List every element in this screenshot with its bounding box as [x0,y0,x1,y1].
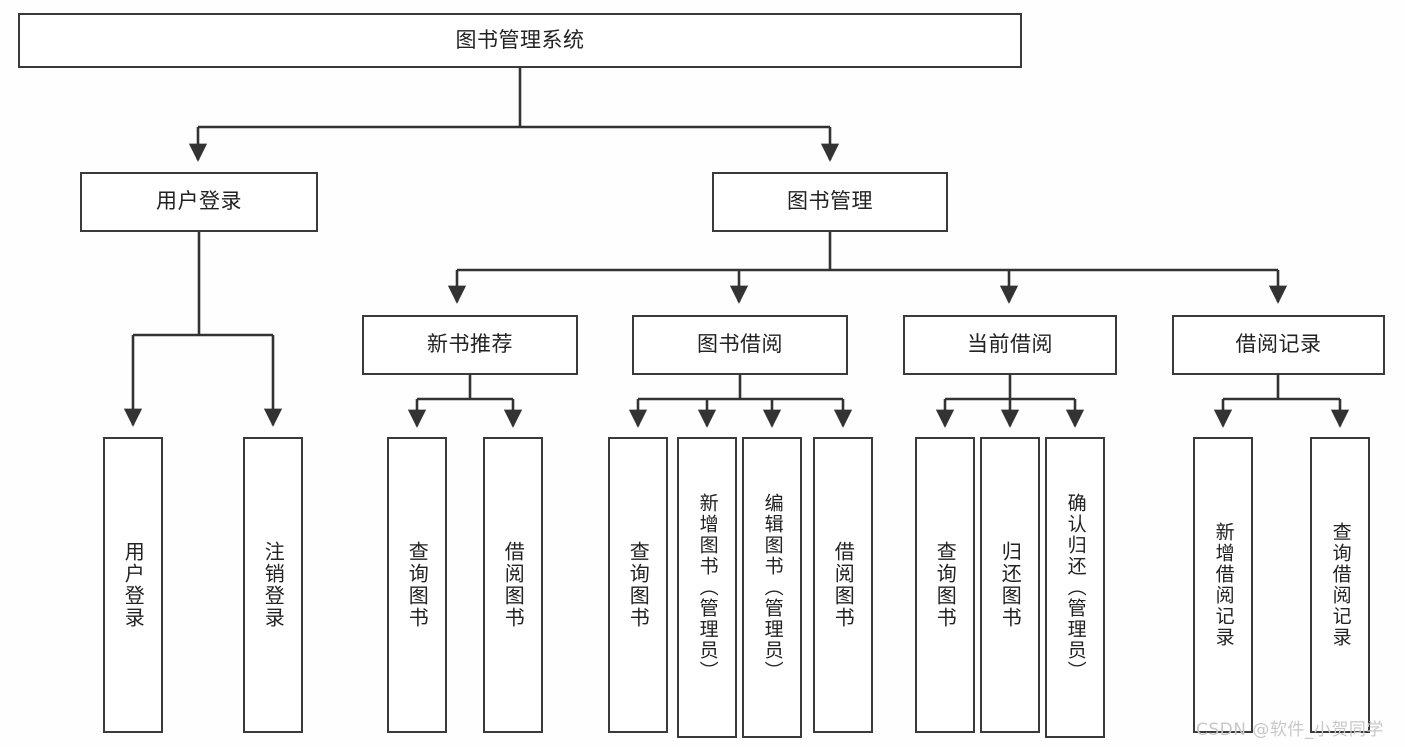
leaf-add-book-admin[interactable]: 新增图书（管理员） [677,437,737,738]
csdn-watermark: CSDN @软件_小贺同学 [1196,720,1384,740]
node-user-login[interactable]: 用户登录 [80,172,318,232]
leaf-add-borrow-record[interactable]: 新增借阅记录 [1193,437,1253,733]
leaf-confirm-return-admin[interactable]: 确认归还（管理员） [1045,437,1105,738]
node-new-book-recommendation[interactable]: 新书推荐 [362,315,578,375]
leaf-logout[interactable]: 注销登录 [243,437,303,733]
leaf-query-books-recommend[interactable]: 查询图书 [387,437,447,733]
leaf-return-books[interactable]: 归还图书 [980,437,1040,733]
node-book-management[interactable]: 图书管理 [712,172,948,232]
leaf-user-login[interactable]: 用户登录 [103,437,163,733]
leaf-query-borrow-record[interactable]: 查询借阅记录 [1310,437,1370,733]
node-book-borrowing[interactable]: 图书借阅 [632,315,848,375]
node-current-borrowing[interactable]: 当前借阅 [903,315,1117,375]
leaf-query-books-borrow[interactable]: 查询图书 [608,437,668,733]
leaf-edit-book-admin[interactable]: 编辑图书（管理员） [742,437,802,738]
leaf-borrow-books-recommend[interactable]: 借阅图书 [483,437,543,733]
leaf-borrow-books[interactable]: 借阅图书 [813,437,873,733]
node-root-book-management-system[interactable]: 图书管理系统 [18,13,1022,68]
node-borrowing-records[interactable]: 借阅记录 [1172,315,1385,375]
leaf-query-books-current[interactable]: 查询图书 [915,437,975,733]
